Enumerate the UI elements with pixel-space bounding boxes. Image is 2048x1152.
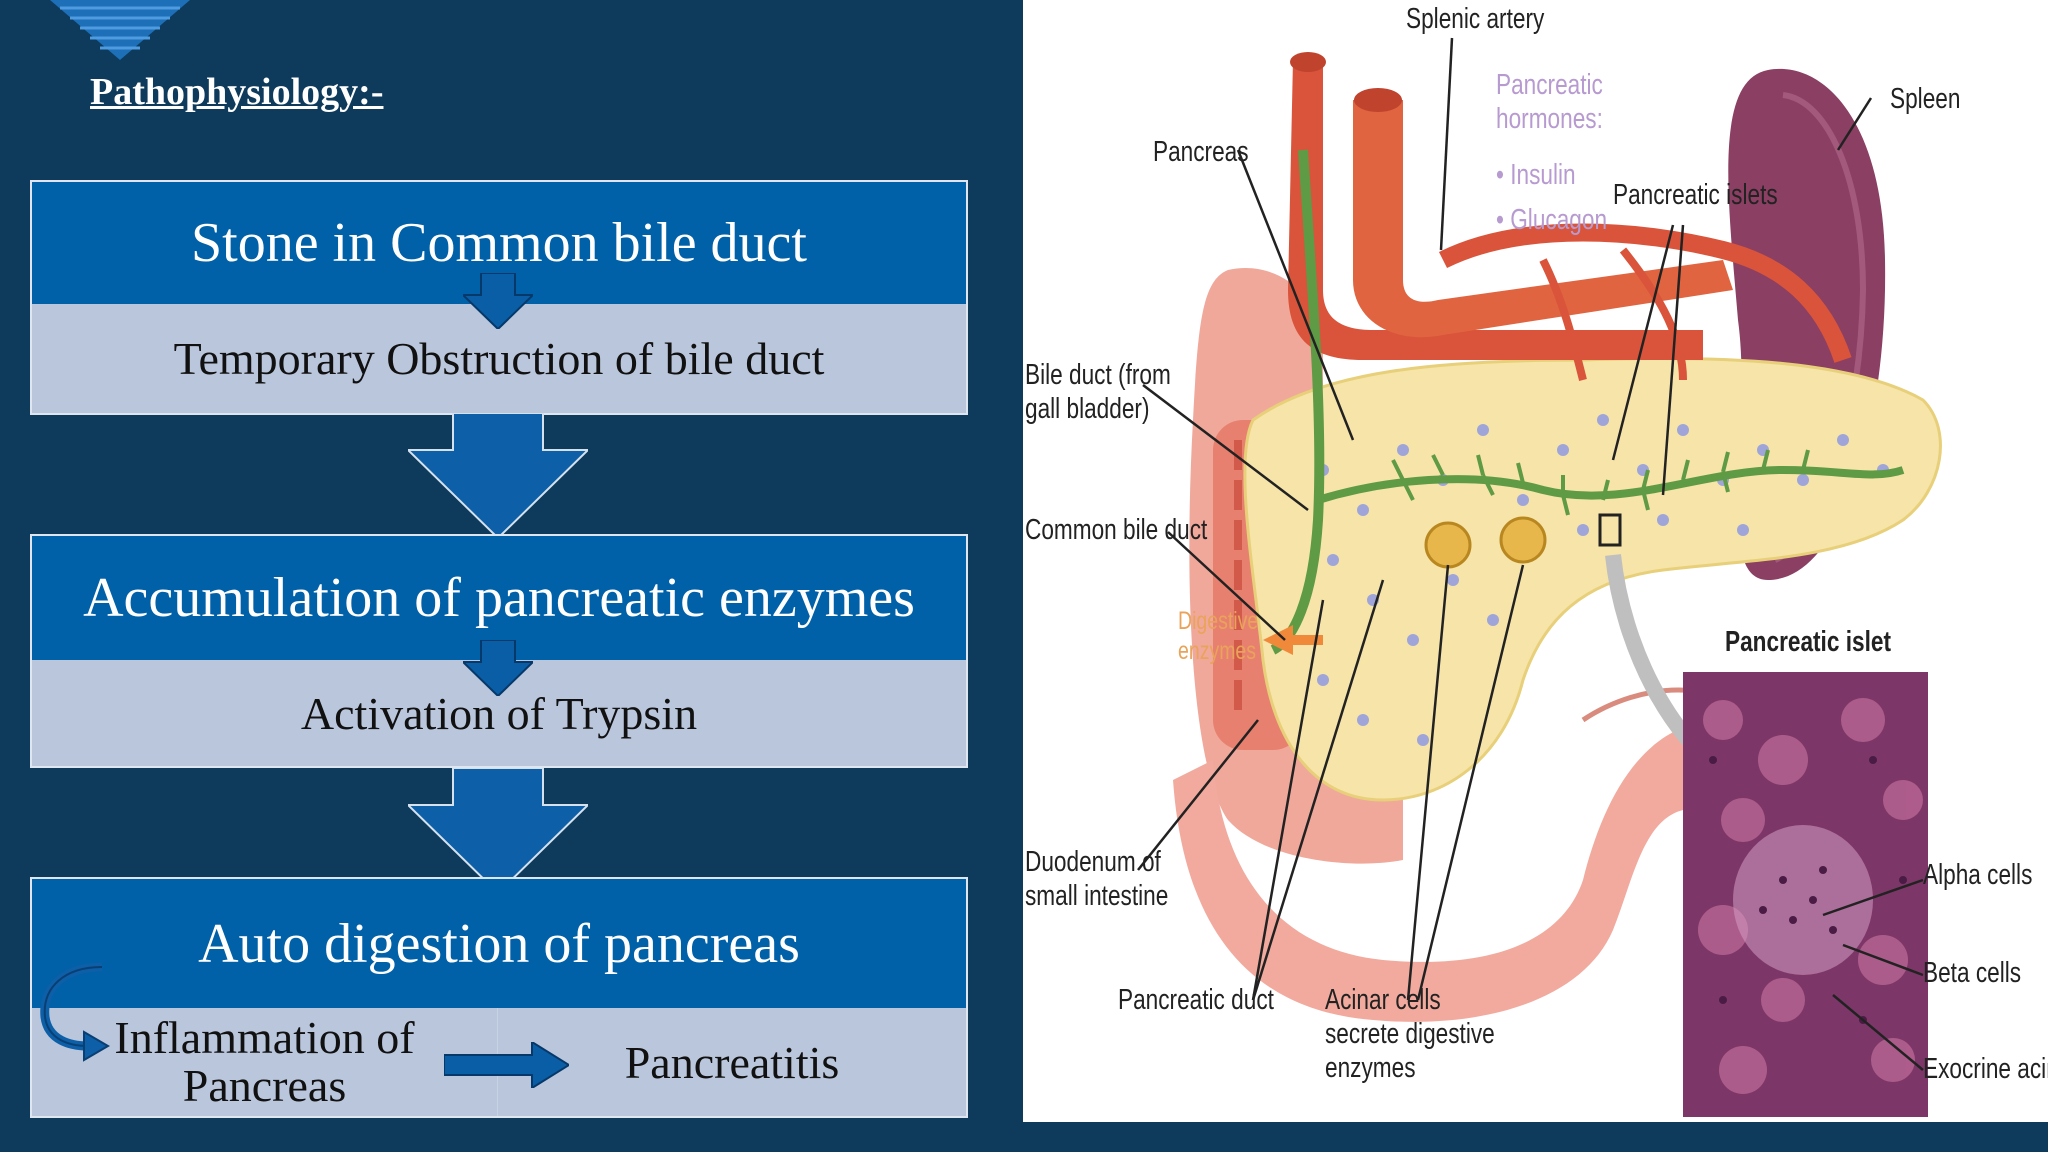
pancreatitis-text: Pancreatitis — [498, 1008, 966, 1116]
label-common-bile-duct: Common bile duct — [1025, 514, 1208, 546]
flow-box-3-body: Inflammation of Pancreas Pancreatitis — [32, 1008, 966, 1116]
label-insulin: • Insulin — [1496, 159, 1576, 191]
label-splenic-artery: Splenic artery — [1406, 3, 1545, 35]
flow-box-1: Stone in Common bile duct Temporary Obst… — [30, 180, 968, 415]
label-pancreas: Pancreas — [1153, 136, 1249, 168]
down-chevron-arrow-2 — [408, 768, 588, 893]
flow-box-3: Auto digestion of pancreas Inflammation … — [30, 877, 968, 1118]
label-exocrine-acinus: Exocrine acinus — [1923, 1053, 2048, 1085]
pancreas-anatomy-diagram: Splenic artery Pancreatic hormones: • In… — [1023, 0, 2048, 1122]
label-digestive-enzymes: Digestive enzymes — [1178, 607, 1259, 665]
label-duodenum: Duodenum of small intestine — [1025, 846, 1169, 913]
down-chevron-arrow-1 — [408, 413, 588, 538]
curved-arrow-icon — [40, 962, 110, 1062]
anatomy-illustration — [1137, 37, 1942, 1117]
label-pancreatic-duct: Pancreatic duct — [1118, 984, 1274, 1016]
label-bile-duct: Bile duct (from gall bladder) — [1025, 359, 1171, 426]
down-arrow-small-1 — [463, 273, 533, 329]
label-alpha-cells: Alpha cells — [1923, 859, 2033, 891]
flow-box-2: Accumulation of pancreatic enzymes Activ… — [30, 534, 968, 768]
corner-chevron-decoration — [50, 0, 190, 60]
inflammation-text: Inflammation of Pancreas — [32, 1008, 498, 1116]
right-arrow-icon — [444, 1042, 569, 1088]
label-beta-cells: Beta cells — [1923, 957, 2022, 989]
label-glucagon: • Glucagon — [1496, 204, 1608, 236]
flow-box-3-heading: Auto digestion of pancreas — [32, 879, 966, 1008]
label-pancreatic-islets: Pancreatic islets — [1613, 179, 1778, 211]
flow-box-2-heading: Accumulation of pancreatic enzymes — [32, 536, 966, 660]
slide-title: Pathophysiology:- — [90, 71, 384, 113]
down-arrow-small-2 — [463, 640, 533, 696]
label-spleen: Spleen — [1890, 83, 1961, 115]
label-pancreatic-islet: Pancreatic islet — [1725, 626, 1891, 658]
flow-box-2-sub: Activation of Trypsin — [32, 660, 966, 766]
label-acinar-cells: Acinar cells secrete digestive enzymes — [1325, 984, 1495, 1085]
label-pancreatic-hormones: Pancreatic hormones: — [1496, 69, 1603, 136]
